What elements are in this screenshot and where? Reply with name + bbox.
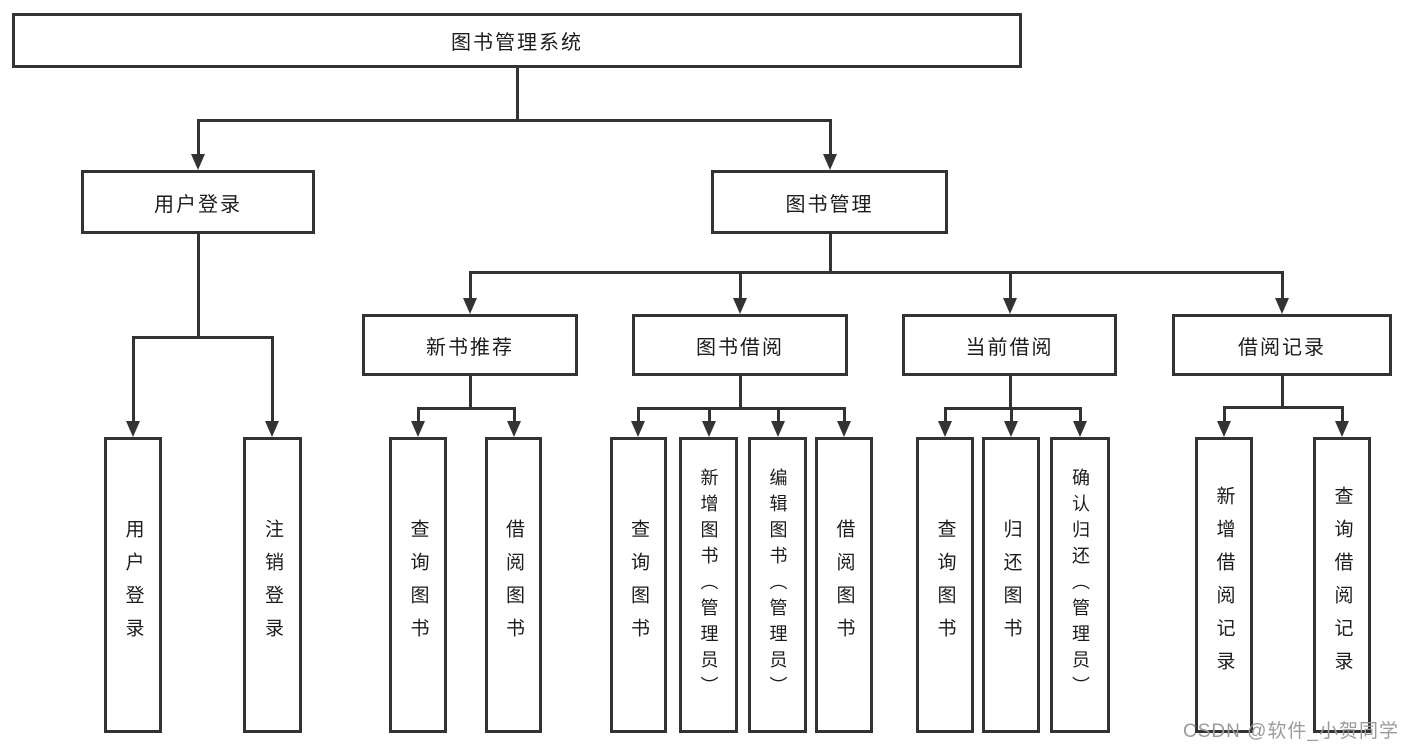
connector-branch [1280, 271, 1284, 300]
node-label: 图书借阅 [696, 336, 784, 359]
connector-branch [468, 271, 472, 300]
connector-branch [1340, 406, 1344, 423]
node-label: 当前借阅 [965, 336, 1054, 359]
arrowhead-down-icon [1004, 421, 1018, 437]
node-leaf-cb-confirm: 确认归还（管理员） [1050, 437, 1110, 733]
node-new-book: 新书推荐 [362, 314, 578, 376]
node-label: 借阅记录 [1238, 336, 1326, 359]
arrowhead-down-icon [1003, 298, 1017, 314]
node-current-borrow: 当前借阅 [902, 314, 1117, 376]
connector-branch [1009, 407, 1013, 423]
node-leaf-nb-borrow: 借阅图书 [485, 437, 542, 733]
node-label: 查询借阅记录 [1331, 486, 1353, 684]
connector-branch [636, 407, 640, 423]
arrowhead-down-icon [411, 421, 425, 437]
arrowhead-down-icon [463, 298, 477, 314]
arrowhead-down-icon [191, 154, 205, 170]
node-book-borrow: 图书借阅 [632, 314, 848, 376]
node-label: 借阅图书 [503, 519, 524, 651]
connector-branch [1078, 407, 1082, 423]
node-leaf-logout: 注销登录 [243, 437, 302, 733]
connector-stem [1008, 376, 1012, 410]
connector-branch [1008, 271, 1012, 300]
node-label: 新增图书（管理员） [698, 468, 719, 702]
arrowhead-down-icon [265, 421, 279, 437]
node-leaf-bb-add: 新增图书（管理员） [679, 437, 738, 733]
connector-branch [707, 407, 711, 423]
node-label: 查询图书 [407, 519, 429, 651]
connector-stem [738, 376, 742, 410]
connector-branch [131, 336, 135, 423]
arrowhead-down-icon [631, 421, 645, 437]
node-borrow-record: 借阅记录 [1172, 314, 1392, 376]
arrowhead-down-icon [938, 421, 952, 437]
connector-bar [196, 119, 832, 122]
arrowhead-down-icon [702, 421, 716, 437]
arrowhead-down-icon [1217, 421, 1231, 437]
node-label: 查询图书 [628, 519, 649, 651]
connector-stem [468, 376, 472, 410]
connector-stem [515, 68, 519, 122]
connector-branch [512, 407, 516, 423]
node-label: 新增借阅记录 [1213, 486, 1235, 684]
connector-bar [131, 336, 274, 339]
connector-branch [416, 407, 420, 423]
node-label: 图书管理系统 [451, 32, 583, 54]
node-label: 借阅图书 [833, 519, 855, 651]
node-leaf-cb-query: 查询图书 [916, 437, 974, 733]
node-leaf-br-query: 查询借阅记录 [1313, 437, 1371, 733]
connector-branch [776, 407, 780, 423]
arrowhead-down-icon [837, 421, 851, 437]
arrowhead-down-icon [733, 298, 747, 314]
node-root: 图书管理系统 [12, 13, 1022, 68]
connector-branch [828, 119, 832, 156]
connector-bar [636, 407, 846, 410]
node-book-mgmt: 图书管理 [711, 170, 948, 234]
node-leaf-cb-return: 归还图书 [982, 437, 1040, 733]
node-label: 注销登录 [262, 519, 283, 651]
node-leaf-nb-query: 查询图书 [389, 437, 447, 733]
node-leaf-bb-edit: 编辑图书（管理员） [748, 437, 807, 733]
connector-branch [738, 271, 742, 300]
node-label: 用户登录 [154, 193, 242, 216]
arrowhead-down-icon [507, 421, 521, 437]
connector-bar [468, 271, 1284, 274]
arrowhead-down-icon [126, 421, 140, 437]
connector-branch [943, 407, 947, 423]
node-label: 查询图书 [934, 519, 956, 651]
arrowhead-down-icon [1073, 421, 1087, 437]
node-leaf-user-login: 用户登录 [104, 437, 162, 733]
connector-bar [1222, 406, 1344, 409]
connector-stem [1280, 376, 1284, 409]
node-label: 新书推荐 [426, 336, 514, 359]
node-leaf-bb-query: 查询图书 [610, 437, 667, 733]
node-label: 编辑图书（管理员） [767, 468, 788, 702]
node-label: 确认归还（管理员） [1070, 468, 1090, 702]
arrowhead-down-icon [823, 154, 837, 170]
connector-branch [1222, 406, 1226, 423]
connector-stem [828, 234, 832, 274]
node-label: 图书管理 [785, 193, 874, 216]
node-user-login: 用户登录 [81, 170, 315, 234]
connector-bar [943, 407, 1082, 410]
arrowhead-down-icon [771, 421, 785, 437]
arrowhead-down-icon [1335, 421, 1349, 437]
connector-bar [416, 407, 516, 410]
connector-branch [270, 336, 274, 423]
connector-stem [196, 234, 200, 339]
arrowhead-down-icon [1275, 298, 1289, 314]
connector-branch [842, 407, 846, 423]
node-label: 归还图书 [1000, 519, 1022, 651]
node-leaf-br-add: 新增借阅记录 [1195, 437, 1253, 733]
watermark-text: CSDN @软件_小贺同学 [1183, 721, 1399, 742]
connector-branch [196, 119, 200, 156]
node-leaf-bb-borrow: 借阅图书 [815, 437, 873, 733]
node-label: 用户登录 [122, 519, 144, 651]
